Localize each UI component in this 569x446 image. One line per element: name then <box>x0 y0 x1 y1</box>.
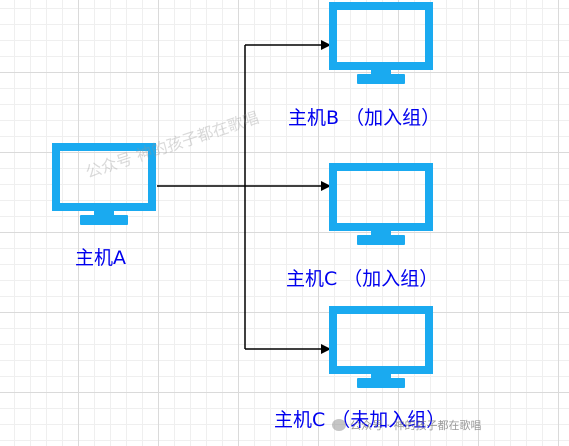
monitor-icon <box>329 163 433 245</box>
monitor-icon <box>329 2 433 84</box>
host-c-not-joined-label: 主机C （未加入组） <box>274 409 446 431</box>
corner-watermark: 公众号 · 神的孩子都在歌唱 <box>332 416 482 434</box>
wechat-icon <box>332 419 346 431</box>
host-a-label: 主机A <box>75 247 126 269</box>
host-b-label: 主机B （加入组） <box>288 107 441 129</box>
monitor-icon <box>329 306 433 388</box>
monitor-icon <box>52 143 156 225</box>
corner-watermark-text: 公众号 · 神的孩子都在歌唱 <box>350 419 482 432</box>
host-c-joined-label: 主机C （加入组） <box>286 268 439 290</box>
